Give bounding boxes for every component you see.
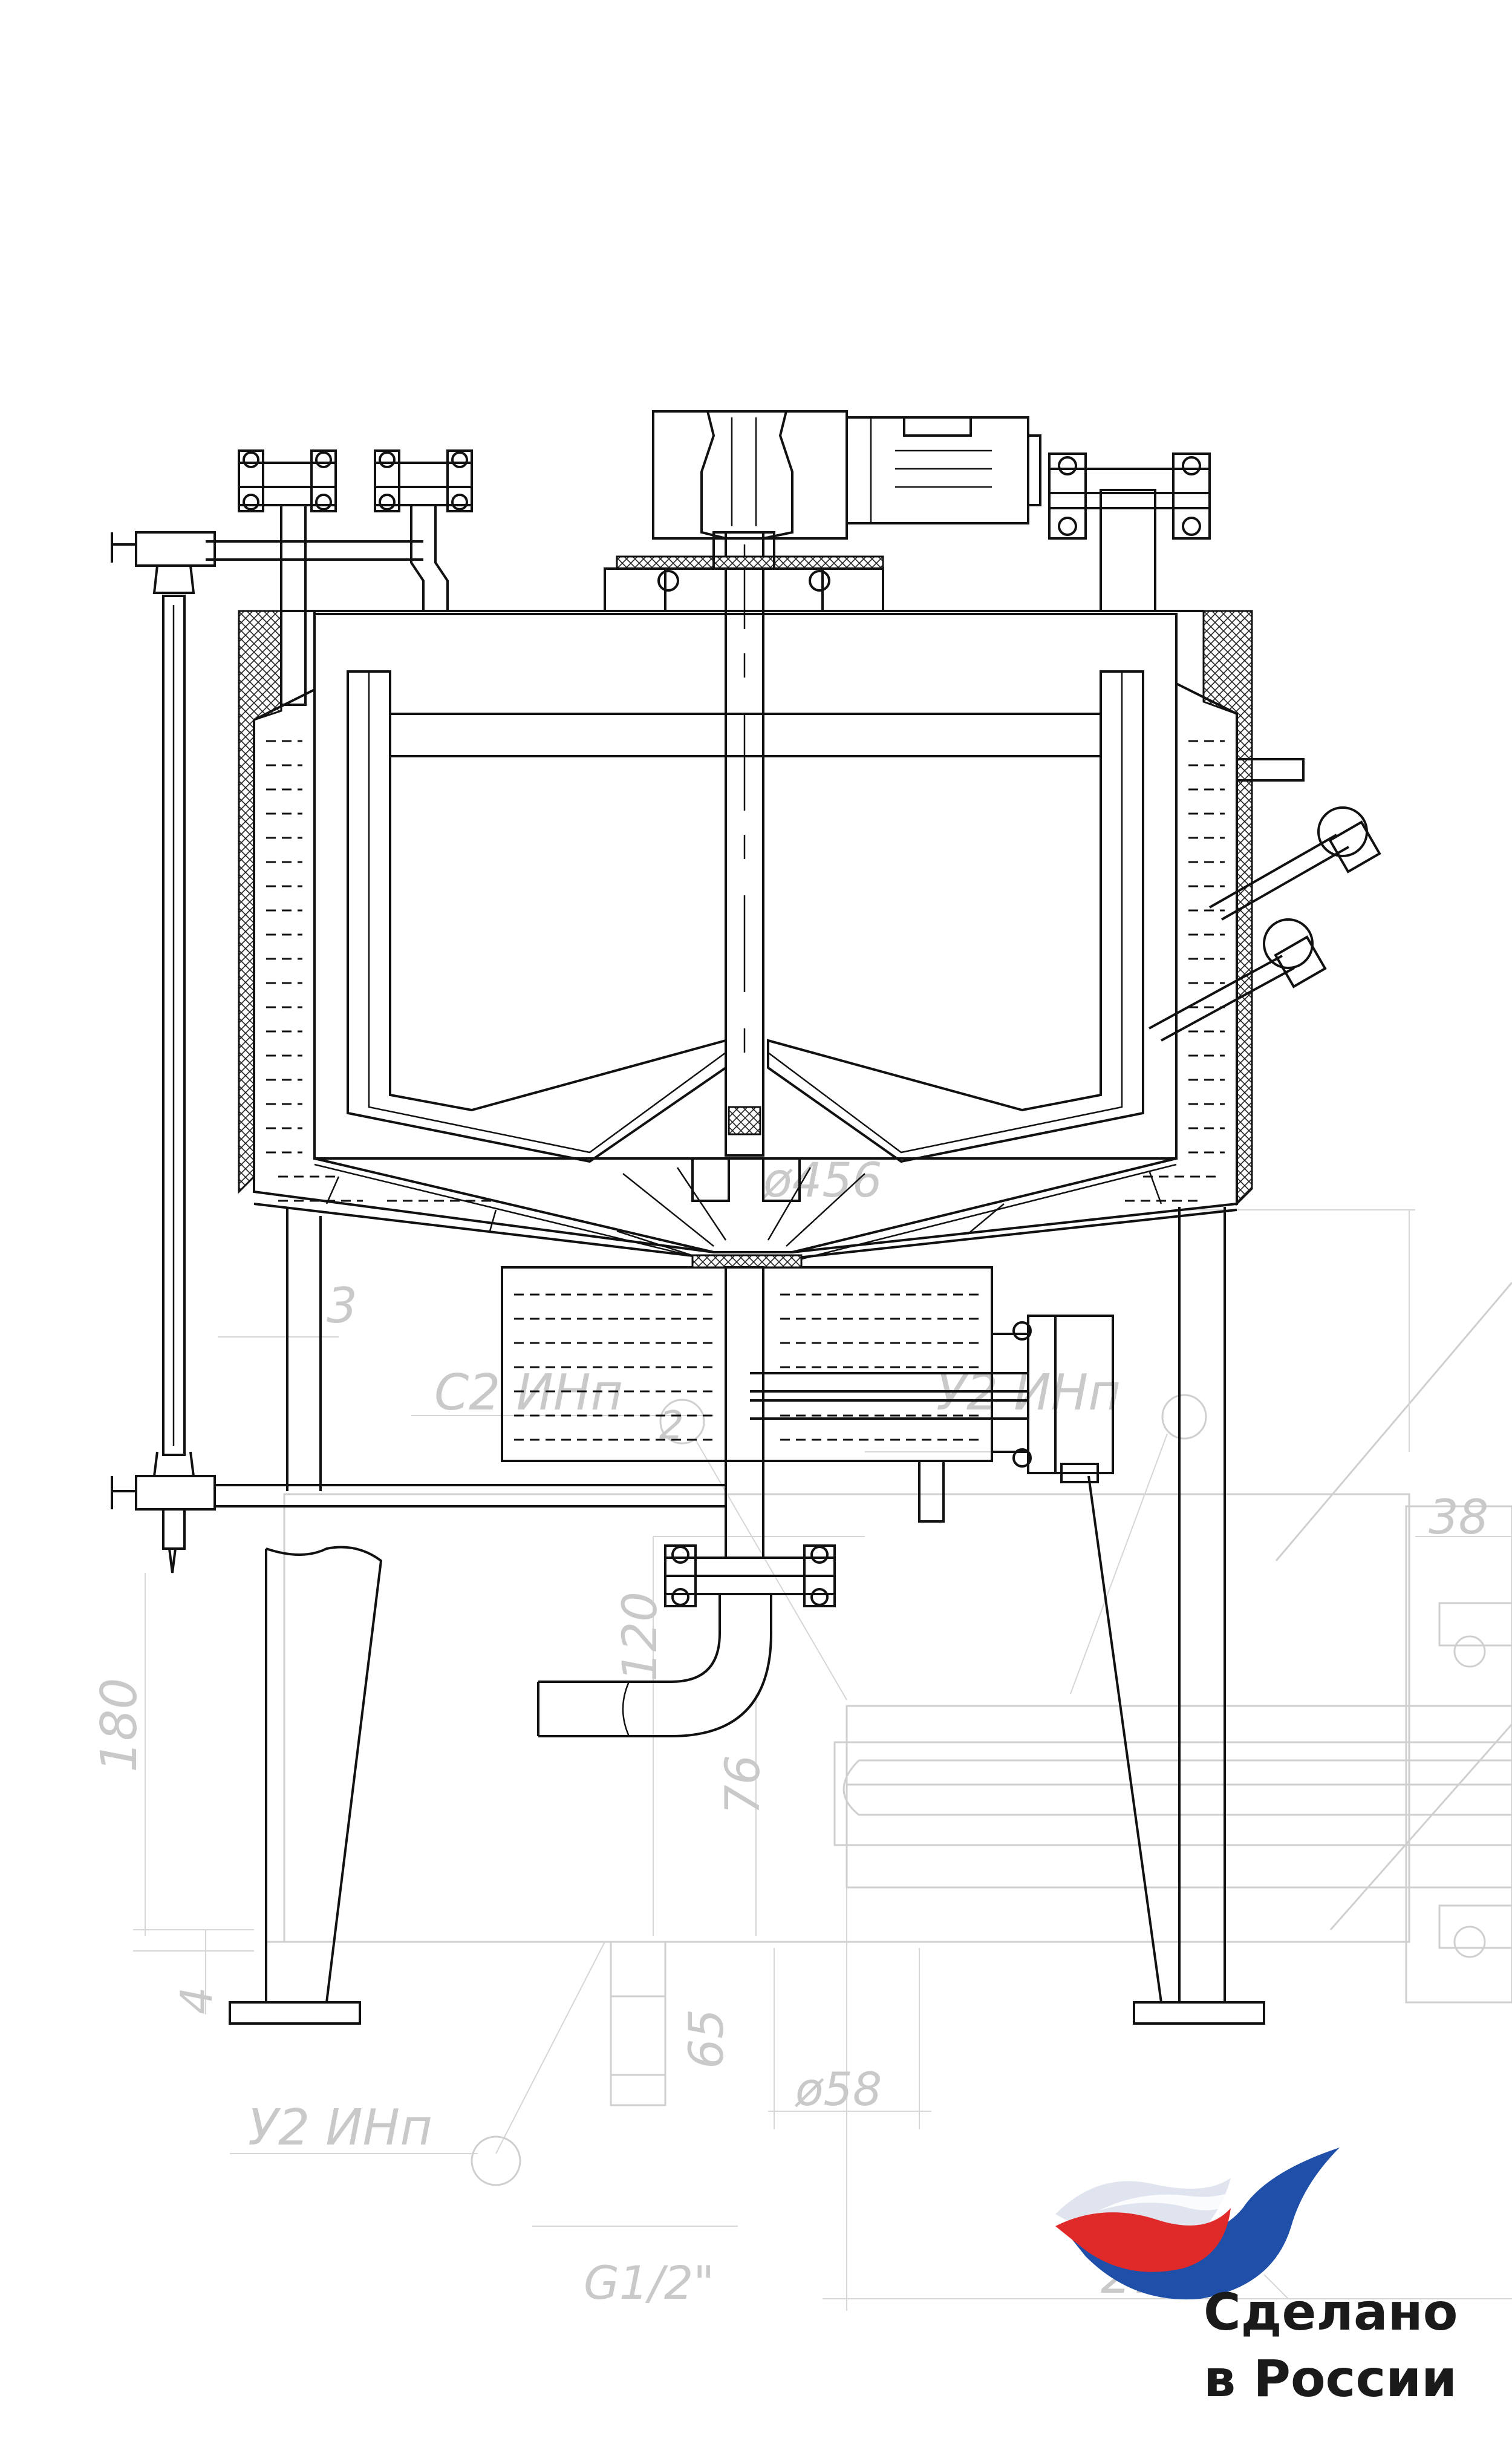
dim-d456: ø456 (762, 1154, 882, 1208)
dim-38: 38 (1429, 1491, 1488, 1545)
dim-76: 76 (716, 1755, 771, 1815)
dim-4: 4 (171, 1987, 222, 2014)
gauge-glass (111, 531, 726, 1573)
badge-line-1: Сделано (1204, 2282, 1458, 2342)
inner-vessel (313, 613, 1178, 1160)
bottom-outlet (537, 1544, 836, 1737)
dim-c2: С2 ИНп (434, 1364, 623, 1422)
top-right-nozzle (1048, 452, 1211, 612)
tank-assembly (111, 410, 1381, 2025)
dim-y2-lower: У2 ИНп (248, 2099, 432, 2157)
motor (846, 416, 1029, 524)
dim-65: 65 (680, 2009, 734, 2069)
gearbox (652, 410, 848, 540)
dim-3: 3 (327, 1278, 357, 1334)
tricolor-wave-logo (1055, 2148, 1340, 2300)
dim-120: 120 (613, 1592, 668, 1682)
water-jacket-left (266, 740, 496, 1202)
ghost-dimensions: ø456 3 С2 ИНп У2 ИНп 38 180 120 76 4 65 … (91, 1154, 1488, 2310)
thermometers (1149, 758, 1381, 1042)
top-left-nozzles (206, 449, 473, 706)
dim-g12: G1/2" (584, 2256, 714, 2310)
made-in-russia-badge: Сделано в России (1049, 2105, 1473, 2420)
dim-180: 180 (91, 1677, 148, 1772)
dim-d58: ø58 (794, 2062, 882, 2116)
water-jacket-right (1125, 740, 1225, 1202)
callout-2: 2 (659, 1403, 684, 1448)
agitator-frame (347, 670, 727, 1163)
badge-line-2: в России (1204, 2349, 1457, 2408)
legs (229, 1207, 1265, 2025)
ghost-background-drawing (133, 1209, 1512, 2311)
